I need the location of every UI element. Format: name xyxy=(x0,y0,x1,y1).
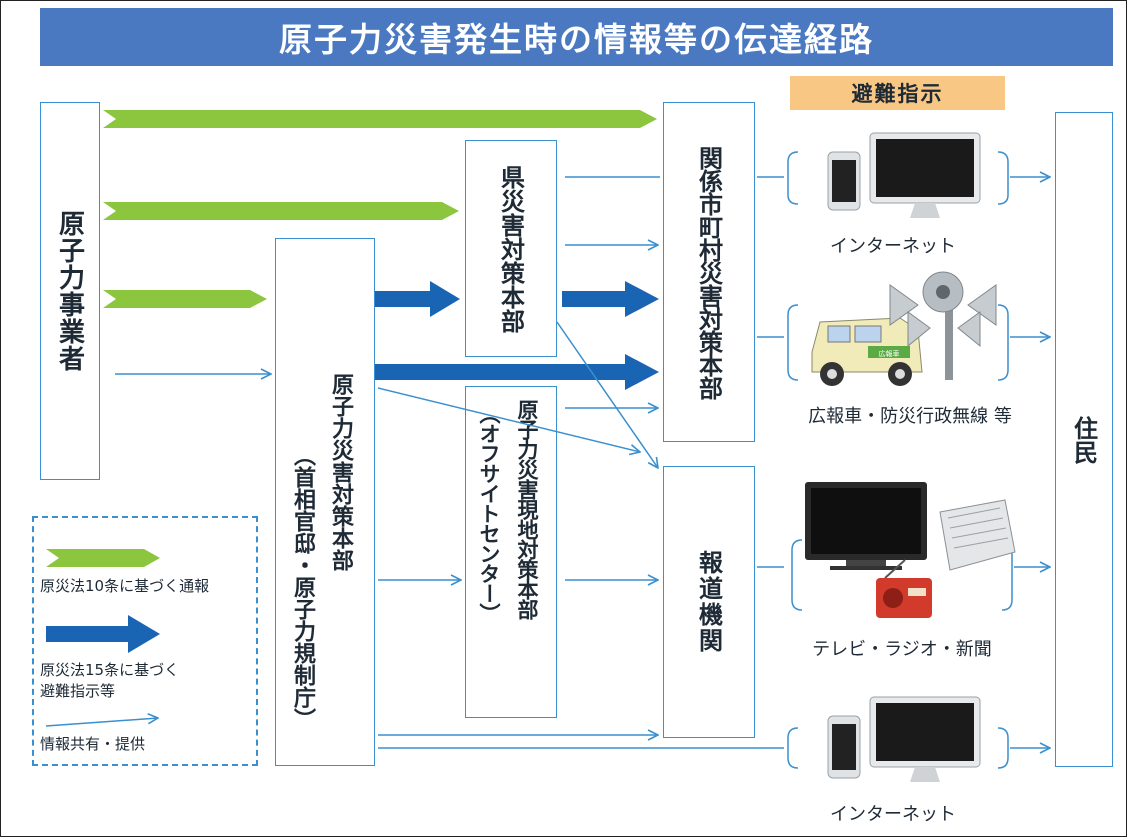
bracket-internet-bottom-left xyxy=(787,727,799,769)
internet-bottom-illustration xyxy=(827,696,981,782)
bracket-tv-left xyxy=(791,539,803,611)
bracket-internet-bottom-right xyxy=(997,727,1009,769)
internet-top-illustration xyxy=(827,132,981,218)
green-arrow-operator-to-municipal xyxy=(103,110,657,128)
pr-vehicle-illustration: 広報車 xyxy=(811,271,997,386)
thin-arrows xyxy=(45,151,1050,769)
legend-thin-arrow xyxy=(45,718,158,727)
national-hq-box: （首相官邸・原子力規制庁） 原子力災害対策本部 xyxy=(275,238,375,766)
local-hq-sub-label: （オフサイトセンター） xyxy=(477,403,501,623)
legend-blue-arrow xyxy=(46,615,160,653)
legend: 原災法10条に基づく通報 原災法15条に基づく 避難指示等 情報共有・提供 xyxy=(32,516,258,766)
local-hq-label: 原子力災害現地対策本部 xyxy=(515,399,539,619)
national-hq-sub-label: （首相官邸・原子力規制庁） xyxy=(290,444,315,730)
bracket-internet-top-left xyxy=(787,151,799,205)
blue-arrow-national-to-municipal xyxy=(375,354,659,390)
evacuation-label: 避難指示 xyxy=(790,76,1005,110)
legend-blue-text-2: 避難指示等 xyxy=(40,682,116,700)
green-arrow-operator-to-prefecture xyxy=(103,202,459,220)
operator-box: 原子力事業者 xyxy=(40,102,100,480)
prefecture-hq-label: 県災害対策本部 xyxy=(496,164,525,333)
blue-arrow-prefecture-to-municipal xyxy=(562,281,659,317)
bracket-vehicle-left xyxy=(787,304,799,381)
media-box: 報道機関 xyxy=(663,466,755,738)
national-hq-label: 原子力災害対策本部 xyxy=(328,373,353,571)
internet-top-label: インターネット xyxy=(830,236,956,257)
blue-arrow-national-to-prefecture xyxy=(375,281,460,317)
thin-prefecture-to-media xyxy=(556,321,658,468)
pr-vehicle-label: 広報車・防災行政無線 等 xyxy=(808,406,1012,427)
legend-green-text: 原災法10条に基づく通報 xyxy=(40,577,210,595)
page-title: 原子力災害発生時の情報等の伝達経路 xyxy=(40,8,1113,66)
prefecture-hq-box: 県災害対策本部 xyxy=(465,140,557,357)
legend-blue-text-1: 原災法15条に基づく xyxy=(40,661,180,679)
tv-radio-newspaper-illustration xyxy=(805,482,1016,618)
media-label: 報道機関 xyxy=(694,550,723,654)
tv-radio-label: テレビ・ラジオ・新聞 xyxy=(812,639,992,660)
municipal-hq-box: 関係市町村災害対策本部 xyxy=(663,102,755,442)
thin-national-to-media xyxy=(377,387,640,452)
bracket-internet-top-right xyxy=(997,151,1009,205)
operator-label: 原子力事業者 xyxy=(54,210,85,372)
residents-box: 住民 xyxy=(1055,112,1113,767)
municipal-hq-label: 関係市町村災害対策本部 xyxy=(694,145,723,399)
vehicle-sign-text: 広報車 xyxy=(879,349,900,358)
internet-bottom-label: インターネット xyxy=(830,804,956,825)
green-arrow-operator-to-national xyxy=(103,290,267,308)
legend-thin-text: 情報共有・提供 xyxy=(40,735,146,753)
residents-label: 住民 xyxy=(1069,415,1098,464)
bracket-vehicle-right xyxy=(997,304,1009,381)
local-hq-box: （オフサイトセンター） 原子力災害現地対策本部 xyxy=(465,386,557,718)
legend-green-arrow xyxy=(46,549,160,567)
